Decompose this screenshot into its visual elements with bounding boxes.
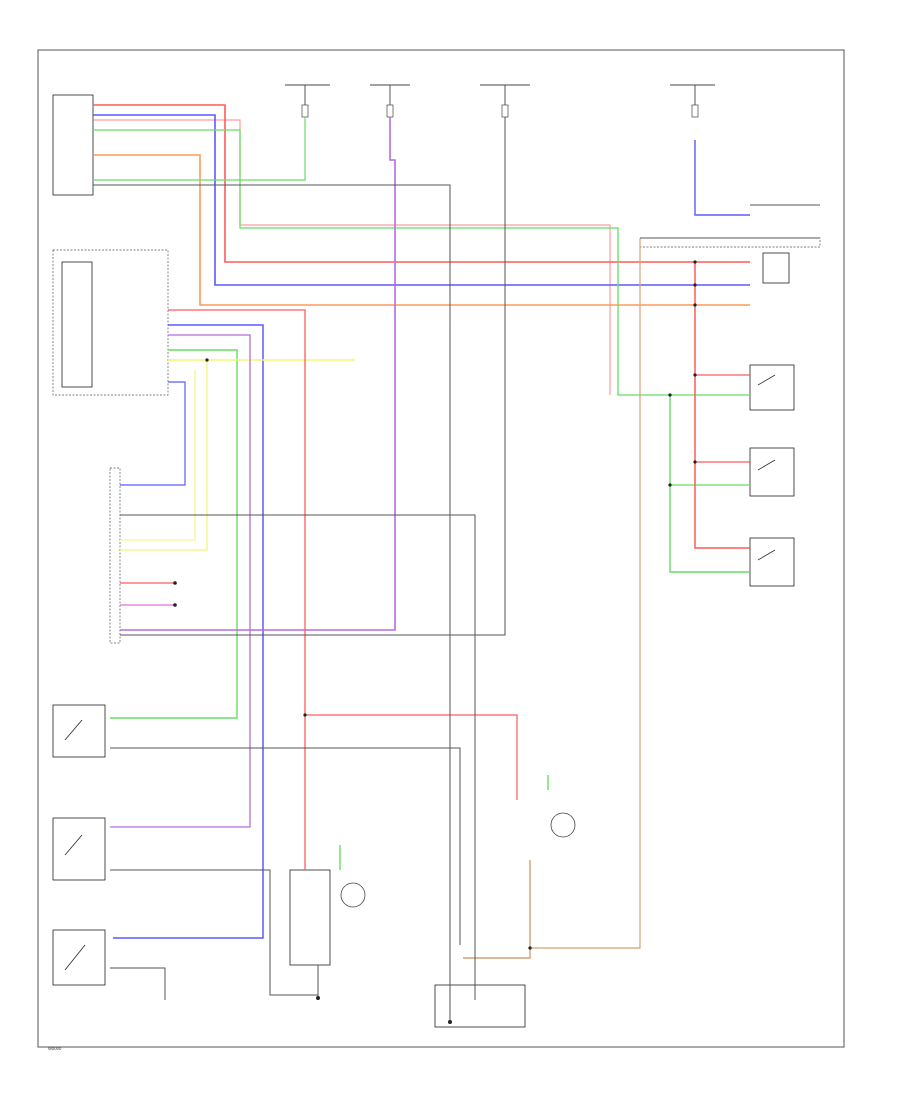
wire-green-fuse1 <box>93 117 306 181</box>
splice-dot <box>668 393 672 397</box>
right-connector-top <box>639 237 821 248</box>
wire-green-right <box>669 395 750 573</box>
control-module-body <box>61 261 93 388</box>
wire-red-lower <box>305 714 518 800</box>
wire-black-top <box>93 184 451 1020</box>
top-left-module <box>52 94 94 196</box>
wire-red-branch <box>93 119 611 395</box>
wire-blue-main <box>93 114 750 286</box>
lamp-left <box>340 882 366 908</box>
splice-dot <box>528 946 532 950</box>
splice-dot <box>173 581 177 585</box>
left-connector-block <box>109 467 121 644</box>
fuse-column-3 <box>480 84 530 118</box>
wire-violet-fuse2 <box>120 117 396 631</box>
lamp-right <box>550 812 576 838</box>
fuse-column-4 <box>670 84 715 118</box>
splice-dot <box>693 283 697 287</box>
splice-dot <box>173 603 177 607</box>
wire-black-fuse3 <box>120 117 506 636</box>
wire-green-left <box>110 349 238 719</box>
ground-point <box>448 1020 452 1024</box>
wire-blue-lower <box>113 324 264 939</box>
lower-relay-center <box>434 984 526 1028</box>
trunk-switch <box>52 929 106 986</box>
splice-dot <box>693 303 697 307</box>
splice-dot <box>693 460 697 464</box>
wire-tan-lower <box>463 860 531 959</box>
actuator-box-1 <box>762 252 790 284</box>
actuator-4-contact <box>757 549 776 561</box>
actuator-box-2 <box>749 364 795 411</box>
left-door-switch-contact <box>64 719 83 741</box>
splice-dot <box>303 713 307 717</box>
splice-dot <box>205 358 209 362</box>
wire-red-main <box>93 104 750 263</box>
wire-tan-right <box>530 238 641 949</box>
wire-yellow-down <box>120 360 208 551</box>
actuator-box-4 <box>749 537 795 587</box>
diagram-border <box>37 49 845 1048</box>
splice-dot <box>693 373 697 377</box>
wire-violet-switch <box>110 334 251 828</box>
fuse-column-1 <box>285 84 330 118</box>
trunk-switch-contact <box>64 944 86 971</box>
wire-black-trunk <box>110 967 166 1000</box>
right-door-switch <box>52 817 106 881</box>
splice-dot <box>693 260 697 264</box>
wire-blue-tr <box>694 140 750 216</box>
fuse-column-2 <box>370 84 410 118</box>
wire-red-vertical <box>168 309 306 870</box>
actuator-3-contact <box>757 459 776 471</box>
actuator-box-3 <box>749 447 795 497</box>
wire-black-switch2 <box>110 869 318 996</box>
left-door-switch <box>52 704 106 758</box>
wire-blue-conn <box>120 381 186 486</box>
lower-relay-left <box>289 869 331 966</box>
wire-orange-main <box>93 154 750 306</box>
wire-red-actuator <box>694 262 750 549</box>
ground-point <box>316 996 320 1000</box>
control-module-connector <box>52 249 169 396</box>
wire-yellow-down2 <box>120 370 196 541</box>
wire-black-conn <box>120 514 476 1000</box>
right-door-switch-contact <box>64 834 83 856</box>
splice-dot <box>668 483 672 487</box>
wire-black-switch <box>110 747 461 945</box>
actuator-2-contact <box>757 374 776 386</box>
diagram-code: W0000 <box>48 1046 62 1051</box>
